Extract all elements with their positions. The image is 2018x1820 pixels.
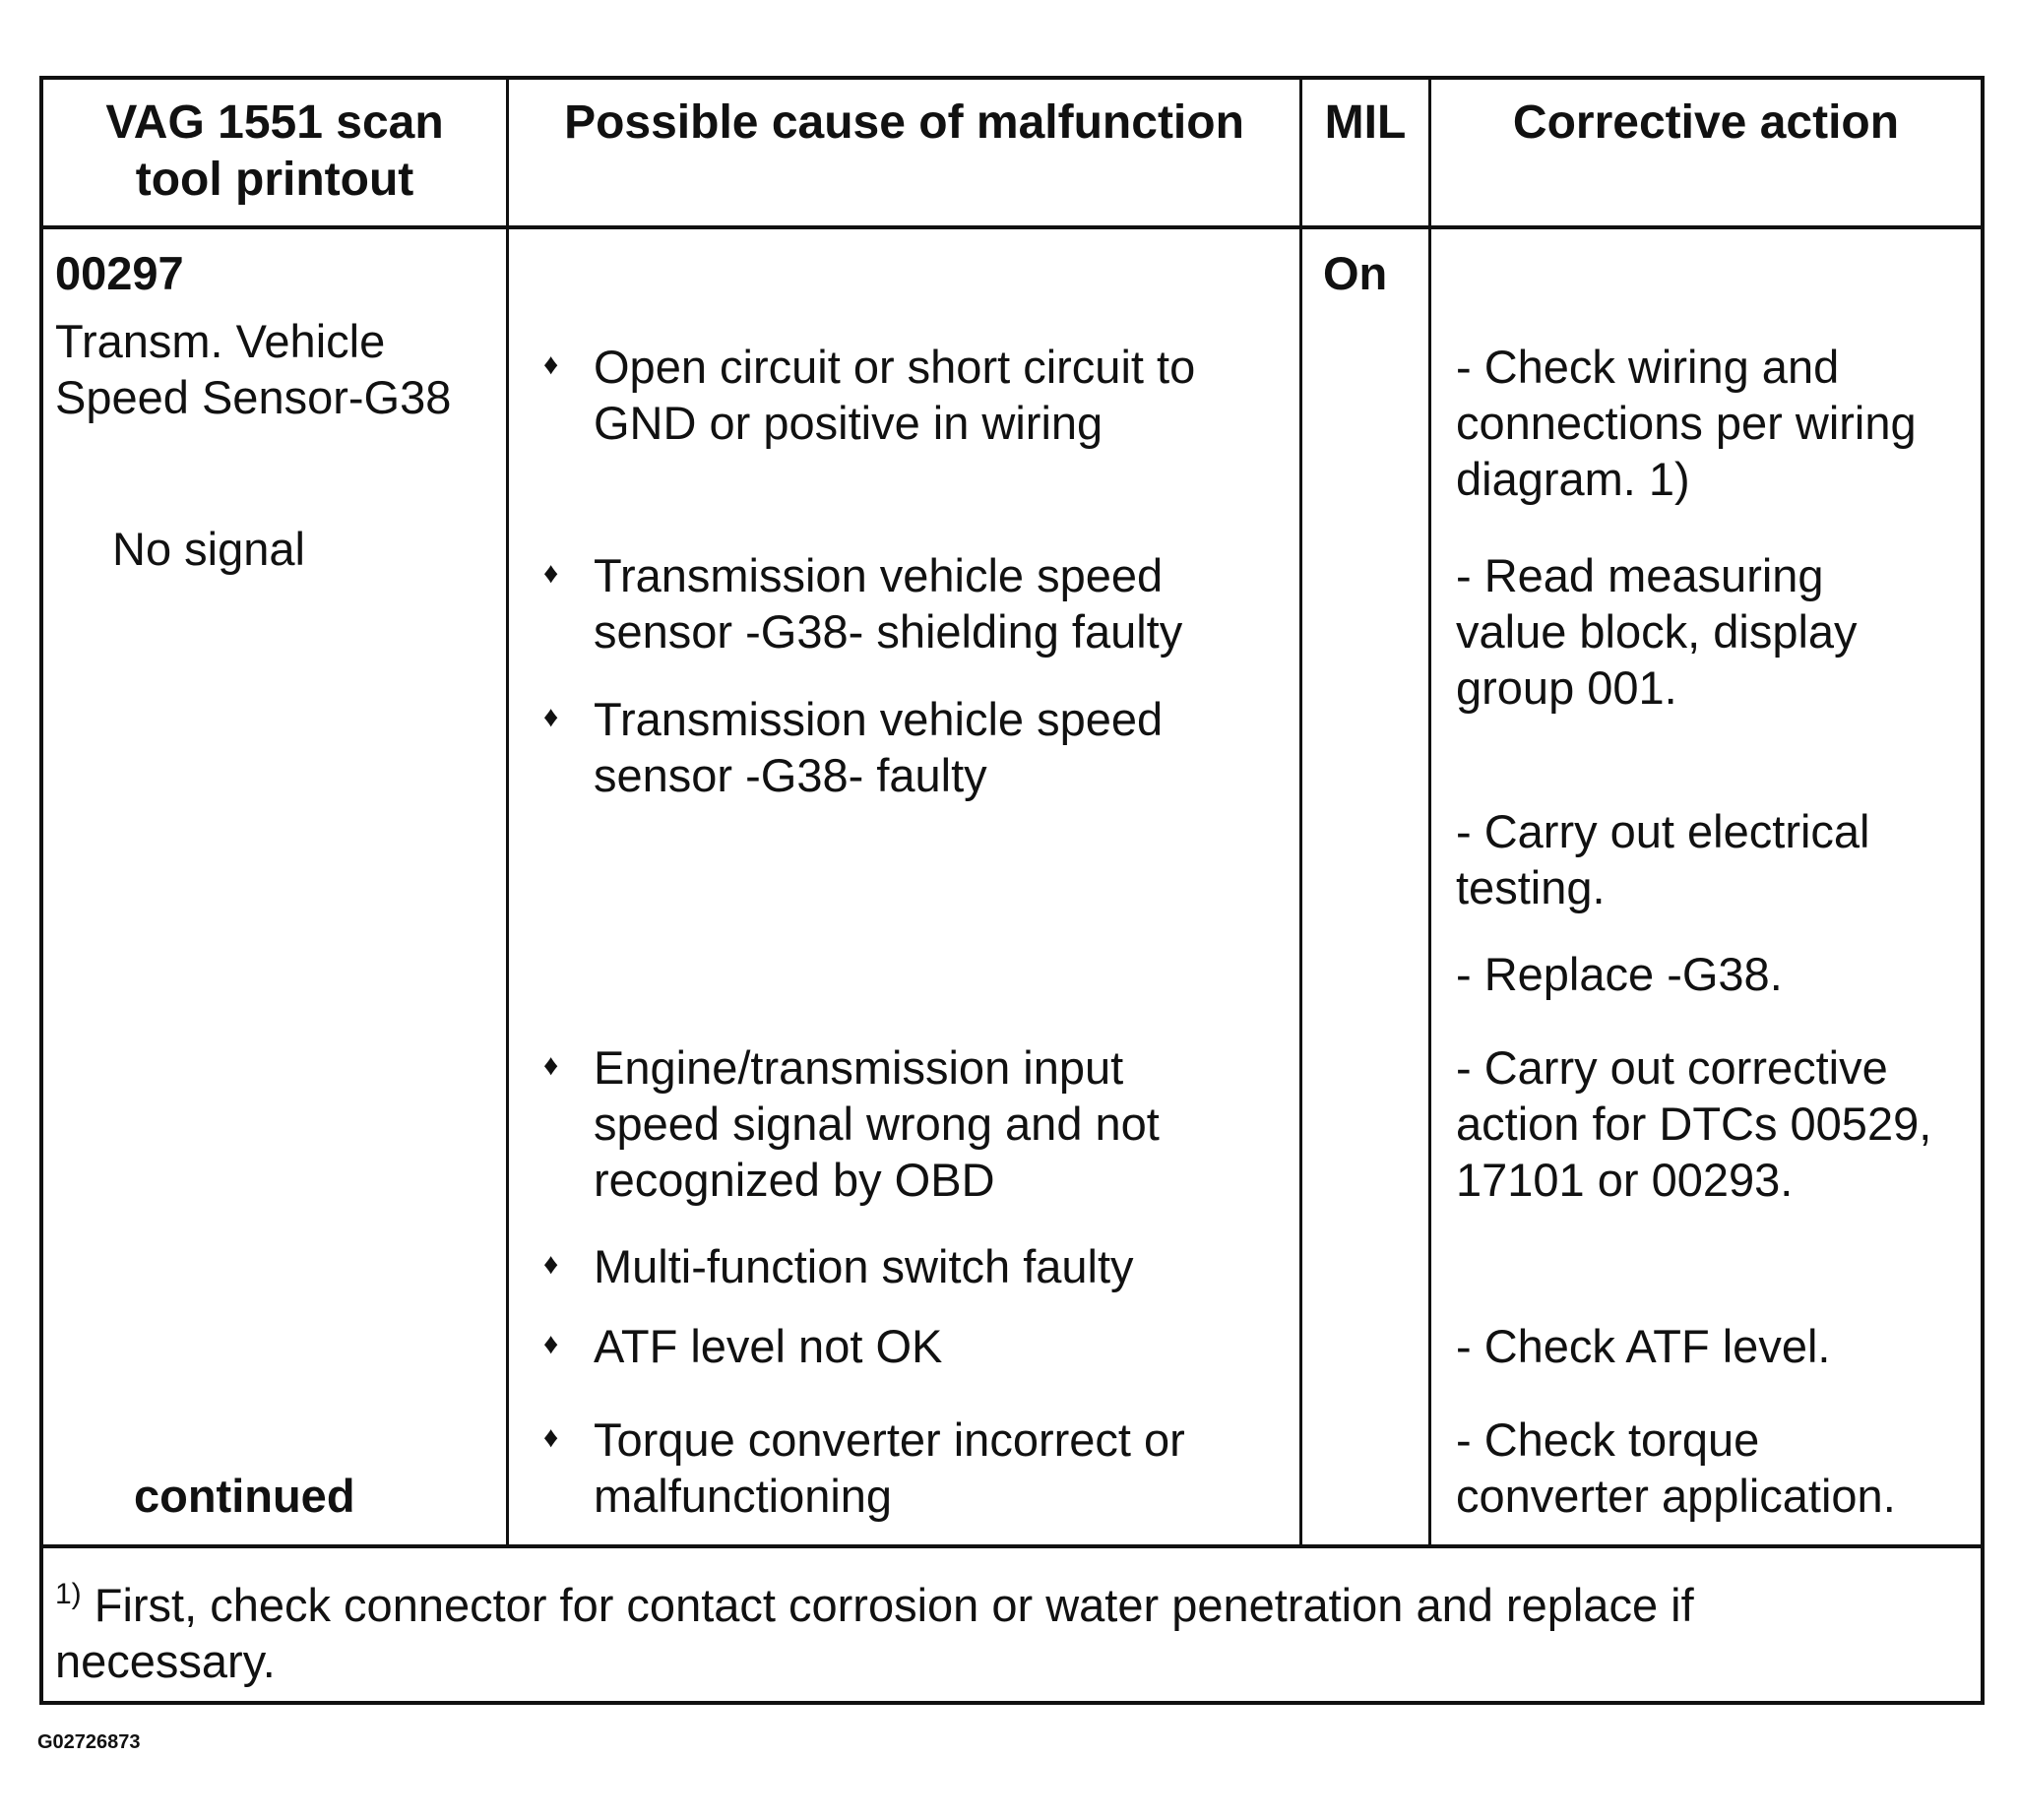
cause-2-line-2: sensor -G38- shielding faulty xyxy=(594,605,1183,658)
footnote-line-2: necessary. xyxy=(55,1635,276,1687)
cause-4-line-2: speed signal wrong and not xyxy=(594,1098,1160,1150)
action-1-line-2: connections per wiring xyxy=(1456,397,1917,449)
bullet-icon: ♦ xyxy=(543,1248,559,1281)
footnote-divider xyxy=(39,1544,1985,1548)
header-action: Corrective action xyxy=(1512,96,1900,149)
bullet-icon: ♦ xyxy=(543,348,559,381)
action-7-line-1: - Check torque xyxy=(1456,1413,1760,1466)
cause-4-line-1: Engine/transmission input xyxy=(594,1041,1124,1094)
action-5-line-2: action for DTCs 00529, xyxy=(1456,1098,1932,1150)
dtc-fault: No signal xyxy=(112,523,305,575)
action-5-line-1: - Carry out corrective xyxy=(1456,1041,1888,1094)
table-frame xyxy=(39,76,1985,1705)
bullet-icon: ♦ xyxy=(543,1049,559,1082)
action-3-line-2: testing. xyxy=(1456,861,1606,913)
action-2-line-3: group 001. xyxy=(1456,661,1677,714)
header-printout: VAG 1551 scan tool printout xyxy=(43,94,506,209)
footnote-marker: 1) xyxy=(55,1578,82,1610)
action-4-line-1: - Replace -G38. xyxy=(1456,948,1783,1000)
header-printout-line-2: tool printout xyxy=(135,154,414,206)
cause-3-line-2: sensor -G38- faulty xyxy=(594,749,987,801)
dtc-name-line-2: Speed Sensor-G38 xyxy=(55,371,452,423)
action-6-line-1: - Check ATF level. xyxy=(1456,1320,1831,1372)
bullet-icon: ♦ xyxy=(543,701,559,733)
mil-status: On xyxy=(1323,247,1388,299)
action-2-line-2: value block, display xyxy=(1456,605,1858,658)
action-7-line-2: converter application. xyxy=(1456,1470,1896,1522)
action-1-line-1: - Check wiring and xyxy=(1456,341,1840,393)
dtc-code: 00297 xyxy=(55,247,184,299)
header-printout-line-1: VAG 1551 scan xyxy=(105,96,444,149)
action-5-line-3: 17101 or 00293. xyxy=(1456,1154,1794,1206)
cause-4-line-3: recognized by OBD xyxy=(594,1154,995,1206)
bullet-icon: ♦ xyxy=(543,557,559,590)
footnote-line-1: 1) First, check connector for contact co… xyxy=(55,1577,1694,1633)
cause-2-line-1: Transmission vehicle speed xyxy=(594,549,1164,601)
bullet-icon: ♦ xyxy=(543,1328,559,1360)
action-1-line-3: diagram. 1) xyxy=(1456,453,1690,505)
cause-5-line-1: Multi-function switch faulty xyxy=(594,1240,1134,1292)
cause-3-line-1: Transmission vehicle speed xyxy=(594,693,1164,745)
cause-1-line-2: GND or positive in wiring xyxy=(594,397,1104,449)
header-cause: Possible cause of malfunction xyxy=(564,96,1244,149)
action-3-line-1: - Carry out electrical xyxy=(1456,805,1870,857)
action-2-line-1: - Read measuring xyxy=(1456,549,1824,601)
column-divider-3 xyxy=(1428,76,1431,1546)
column-divider-1 xyxy=(506,76,509,1546)
cause-1-line-1: Open circuit or short circuit to xyxy=(594,341,1196,393)
header-mil: MIL xyxy=(1324,96,1407,149)
cause-6-line-1: ATF level not OK xyxy=(594,1320,943,1372)
column-divider-2 xyxy=(1299,76,1302,1546)
dtc-name-line-1: Transm. Vehicle xyxy=(55,315,386,367)
figure-code: G02726873 xyxy=(37,1731,141,1753)
cause-7-line-1: Torque converter incorrect or xyxy=(594,1413,1185,1466)
continued-label: continued xyxy=(134,1470,355,1522)
cause-7-line-2: malfunctioning xyxy=(594,1470,893,1522)
footnote-text: First, check connector for contact corro… xyxy=(81,1579,1694,1631)
header-divider xyxy=(39,225,1985,229)
bullet-icon: ♦ xyxy=(543,1421,559,1454)
